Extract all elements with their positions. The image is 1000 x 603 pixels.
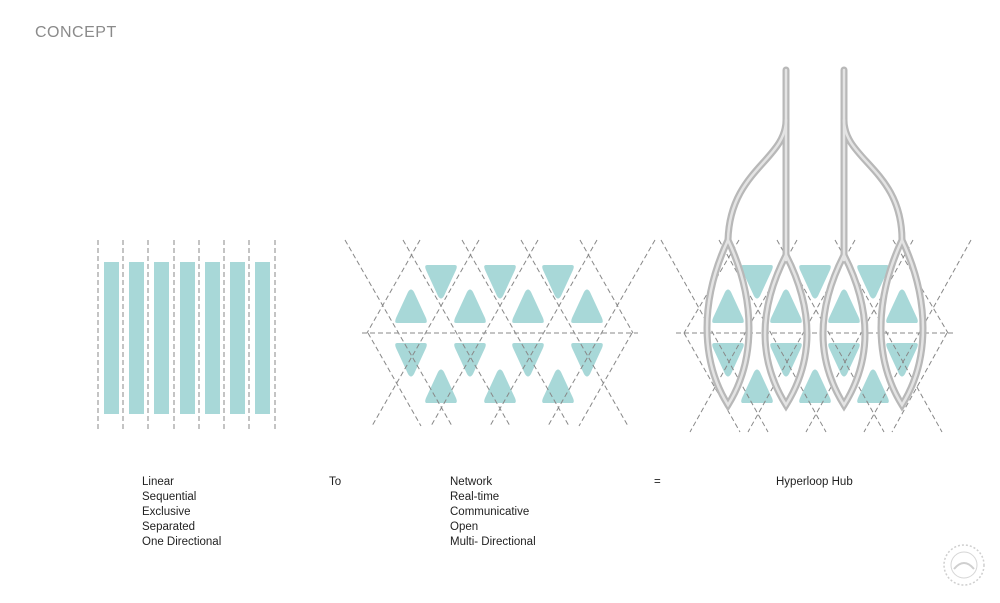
linear-label-list: Linear Sequential Exclusive Separated On… [142, 475, 221, 550]
separated-label: Separated [142, 521, 196, 533]
network-label-list: Network Real-time Communicative Open Mul… [450, 475, 536, 550]
sequential-label: Sequential [142, 491, 197, 503]
linear-label: Linear [142, 476, 174, 488]
multi-directional-label: Multi- Directional [450, 536, 536, 548]
watermark-logo-icon [943, 544, 985, 586]
network-guide-lines [344, 239, 656, 427]
exclusive-label: Exclusive [142, 506, 191, 518]
hyperloop-tubes [703, 66, 927, 412]
equals-label: = [654, 476, 661, 488]
page-title: CONCEPT [35, 24, 117, 41]
open-label: Open [450, 521, 479, 533]
to-label: To [329, 476, 342, 488]
communicative-label: Communicative [450, 506, 530, 518]
hyperloop-hub-label: Hyperloop Hub [776, 476, 853, 488]
linear-bars [104, 262, 270, 414]
real-time-label: Real-time [450, 491, 500, 503]
hyperloop-hub-diagram [660, 66, 972, 433]
network-label: Network [450, 476, 493, 488]
one-directional-label: One Directional [142, 536, 222, 548]
linear-diagram [97, 240, 276, 430]
network-diagram [344, 239, 656, 427]
